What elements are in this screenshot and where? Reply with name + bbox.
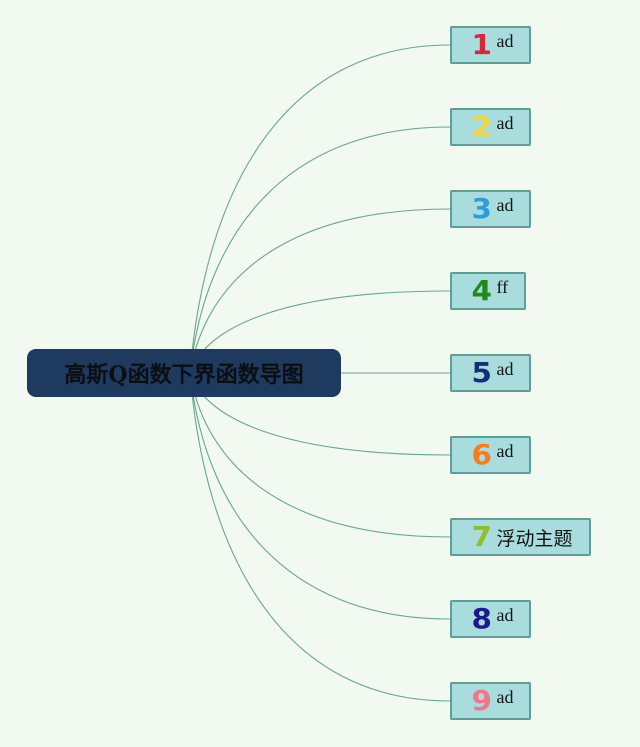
- topic-node-3[interactable]: 3 ad: [450, 190, 531, 228]
- topic-label-1: ad: [496, 30, 514, 51]
- connector-line-8: [189, 372, 451, 620]
- topic-number-9: 9: [471, 684, 492, 717]
- topic-node-5[interactable]: 5 ad: [450, 354, 531, 392]
- topic-number-4: 4: [471, 274, 492, 307]
- topic-node-6[interactable]: 6 ad: [450, 436, 531, 474]
- topic-node-9[interactable]: 9 ad: [450, 682, 531, 720]
- topic-number-1: 1: [471, 28, 492, 61]
- topic-number-8: 8: [471, 602, 492, 635]
- topic-label-7: 浮动主题: [496, 527, 573, 550]
- topic-label-4: ff: [496, 276, 509, 297]
- topic-number-2: 2: [471, 110, 492, 143]
- root-topic[interactable]: 高斯Q函数下界函数导图: [27, 349, 341, 397]
- connector-line-7: [189, 372, 451, 538]
- topic-node-8[interactable]: 8 ad: [450, 600, 531, 638]
- topic-label-9: ad: [496, 686, 514, 707]
- connector-line-3: [189, 208, 451, 374]
- topic-label-5: ad: [496, 358, 514, 379]
- connector-line-9: [189, 372, 451, 702]
- topic-number-5: 5: [471, 356, 492, 389]
- topic-node-7[interactable]: 7 浮动主题: [450, 518, 591, 556]
- connector-line-1: [189, 44, 451, 374]
- topic-label-3: ad: [496, 194, 514, 215]
- topic-number-3: 3: [471, 192, 492, 225]
- topic-label-8: ad: [496, 604, 514, 625]
- topic-number-7: 7: [471, 520, 492, 553]
- root-topic-label: 高斯Q函数下界函数导图: [64, 362, 304, 388]
- topic-node-4[interactable]: 4 ff: [450, 272, 526, 310]
- topic-label-6: ad: [496, 440, 514, 461]
- topic-node-2[interactable]: 2 ad: [450, 108, 531, 146]
- topic-label-2: ad: [496, 112, 514, 133]
- topic-number-6: 6: [471, 438, 492, 471]
- connector-line-2: [189, 126, 451, 374]
- topic-node-1[interactable]: 1 ad: [450, 26, 531, 64]
